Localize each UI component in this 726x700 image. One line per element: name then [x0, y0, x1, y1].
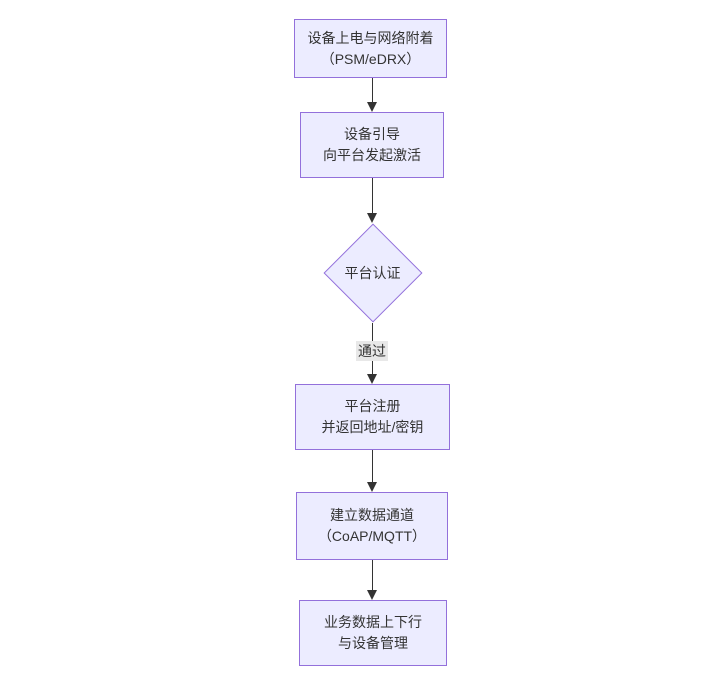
node-power-network-attach: 设备上电与网络附着 （PSM/eDRX）: [294, 19, 447, 78]
node-platform-auth: 平台认证: [322, 223, 423, 323]
node-business-data: 业务数据上下行 与设备管理: [299, 600, 447, 666]
arrowhead-down-icon: [367, 102, 377, 112]
arrowhead-down-icon: [367, 213, 377, 223]
node-text-line: 与设备管理: [338, 635, 408, 651]
node-text-line: 向平台发起激活: [323, 147, 421, 163]
edge-line: [372, 78, 373, 104]
node-text-line: 平台注册: [344, 398, 401, 414]
arrowhead-down-icon: [367, 590, 377, 600]
edge-line: [372, 450, 373, 484]
node-text-line: （PSM/eDRX）: [320, 50, 421, 67]
node-platform-register: 平台注册 并返回地址/密钥: [295, 384, 450, 450]
node-text-line: 设备上电与网络附着: [307, 29, 434, 46]
node-text-line: 并返回地址/密钥: [321, 419, 424, 435]
arrowhead-down-icon: [367, 374, 377, 384]
edge-line: [372, 178, 373, 215]
node-data-channel: 建立数据通道 （CoAP/MQTT）: [296, 492, 448, 560]
node-text-line: （CoAP/MQTT）: [317, 528, 427, 544]
node-text-line: 设备引导: [344, 126, 400, 142]
node-text-line: 业务数据上下行: [324, 614, 422, 630]
arrowhead-down-icon: [367, 482, 377, 492]
node-device-bootstrap: 设备引导 向平台发起激活: [300, 112, 444, 178]
node-text-line: 平台认证: [344, 265, 401, 281]
edge-line: [372, 560, 373, 592]
edge-label: 通过: [356, 341, 388, 361]
node-text-line: 建立数据通道: [330, 507, 414, 523]
